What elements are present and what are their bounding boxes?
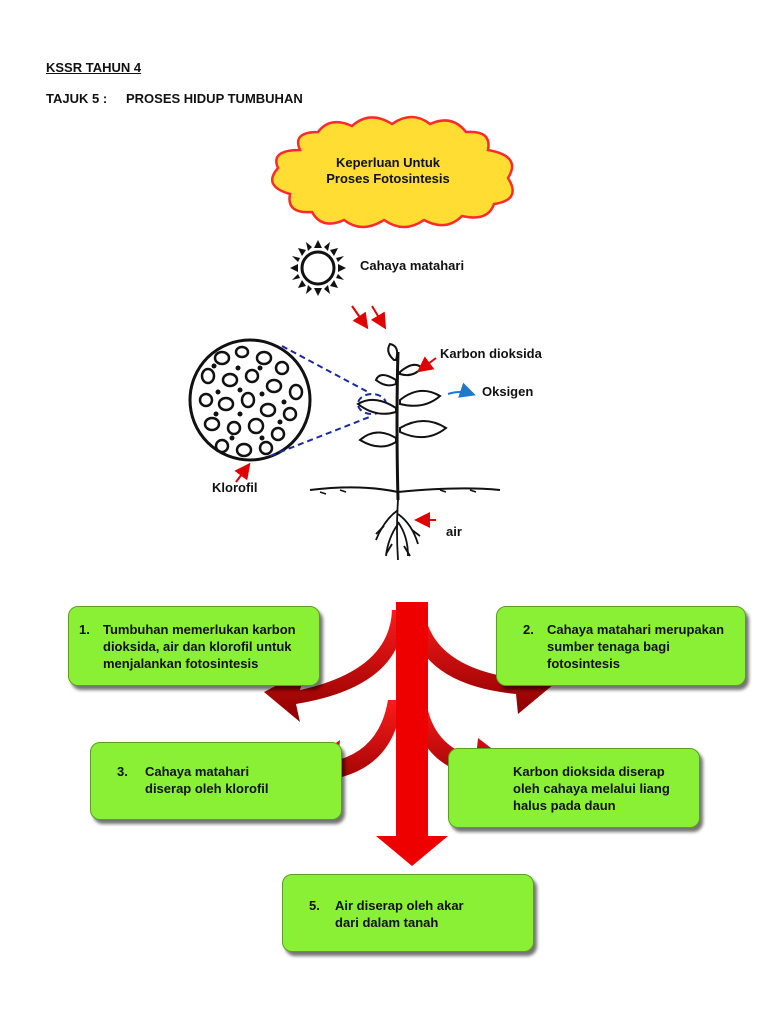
label-arrows [234,356,476,528]
info-box-1-number: 1. [79,622,90,637]
info-box-5-text: Air diserap oleh akar dari dalam tanah [335,898,464,930]
cloud-line-1: Keperluan Untuk [335,155,440,170]
header-kssr: KSSR TAHUN 4 [46,60,142,75]
label-sunlight: Cahaya matahari [360,258,465,273]
label-chlorophyll: Klorofil [212,480,258,495]
cloud-title: Keperluan Untuk Proses Fotosintesis [300,155,476,187]
info-box-3-text: Cahaya matahari diserap oleh klorofil [145,764,269,796]
label-water: air [446,524,462,539]
plant-drawing [309,342,501,561]
header-tajuk-label: TAJUK 5 : [46,91,108,106]
info-box-4: Karbon dioksida diserap oleh cahaya mela… [448,748,700,828]
info-box-3-number: 3. [117,764,128,779]
sunlight-arrows [351,305,387,330]
info-box-2: 2. Cahaya matahari merupakan sumber tena… [496,606,746,686]
info-box-1-text: Tumbuhan memerlukan karbon dioksida, air… [103,622,296,671]
sun-icon [290,240,346,296]
cloud-shape [270,115,514,229]
info-box-5: 5. Air diserap oleh akar dari dalam tana… [282,874,534,952]
label-carbon-dioxide: Karbon dioksida [440,346,542,361]
cloud-line-2: Proses Fotosintesis [326,171,450,186]
big-arrow-left-top [264,610,405,722]
info-box-1: 1. Tumbuhan memerlukan karbon dioksida, … [68,606,320,686]
header-tajuk-title: PROSES HIDUP TUMBUHAN [126,91,303,106]
label-oxygen: Oksigen [482,384,534,399]
info-box-5-number: 5. [309,898,320,913]
info-box-3: 3. Cahaya matahari diserap oleh klorofil [90,742,342,820]
info-box-2-number: 2. [523,622,534,637]
info-box-2-text: Cahaya matahari merupakan sumber tenaga … [547,622,725,671]
big-arrow-right-top [408,610,554,714]
info-box-4-text: Karbon dioksida diserap oleh cahaya mela… [513,764,670,813]
big-arrow-down [376,602,448,866]
magnified-cell-circle [188,338,312,462]
